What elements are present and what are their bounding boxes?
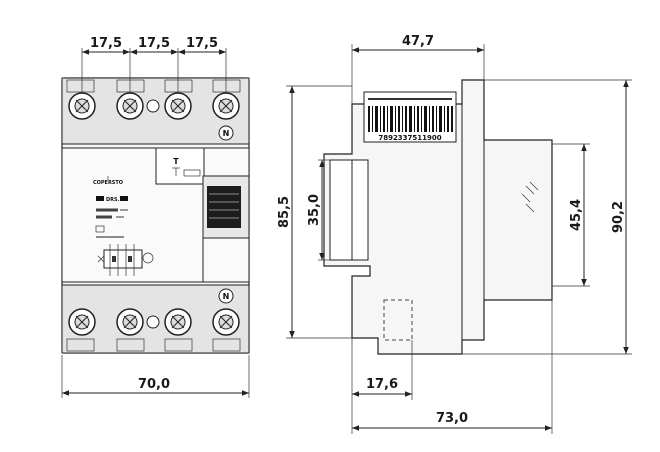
test-button-box bbox=[155, 147, 205, 185]
bottom-screw-3 bbox=[164, 308, 192, 336]
side-view: 7892337511900 bbox=[323, 79, 553, 355]
wiring-schematic bbox=[97, 244, 154, 276]
bottom-screw-2 bbox=[116, 308, 144, 336]
top-small-hole bbox=[146, 99, 160, 113]
dim-bottom-step: 17,6 bbox=[366, 377, 398, 392]
test-button-label: T bbox=[173, 157, 179, 166]
dim-pole-pitch-1: 17,5 bbox=[90, 36, 122, 51]
dim-pole-pitch-3: 17,5 bbox=[186, 36, 218, 51]
lever-handle bbox=[207, 186, 241, 228]
dim-rail-height: 45,4 bbox=[569, 199, 584, 231]
dim-total-height-left: 85,5 bbox=[277, 196, 292, 228]
neutral-marker-top bbox=[218, 125, 234, 141]
front-dimensions: 17,5 17,5 17,5 70,0 bbox=[61, 36, 250, 398]
front-view: N T COPERSTO DRS... bbox=[61, 77, 250, 354]
neutral-marker-bottom bbox=[218, 288, 234, 304]
model-text: DRS... bbox=[106, 197, 123, 203]
bottom-small-hole bbox=[146, 315, 160, 329]
hidden-terminal bbox=[383, 299, 413, 341]
side-window bbox=[329, 159, 369, 261]
dim-pole-pitch-2: 17,5 bbox=[138, 36, 170, 51]
dim-total-depth: 73,0 bbox=[436, 411, 468, 426]
rail-clip bbox=[521, 181, 539, 213]
brand-text: COPERSTO bbox=[93, 180, 123, 186]
barcode-number: 7892337511900 bbox=[378, 134, 441, 142]
top-screw-4 bbox=[212, 92, 240, 120]
top-screw-3 bbox=[164, 92, 192, 120]
bottom-screw-1 bbox=[68, 308, 96, 336]
side-dimensions: 47,7 85,5 35,0 45,4 90,2 17,6 73,0 bbox=[277, 34, 632, 434]
dim-front-width: 70,0 bbox=[138, 377, 170, 392]
neutral-label-bottom: N bbox=[223, 292, 230, 301]
top-screw-1 bbox=[68, 92, 96, 120]
top-screw-2 bbox=[116, 92, 144, 120]
dim-side-top-width: 47,7 bbox=[402, 34, 434, 49]
barcode bbox=[368, 106, 453, 132]
neutral-label-top: N bbox=[223, 129, 230, 138]
dim-total-height-right: 90,2 bbox=[611, 201, 626, 233]
bottom-screw-4 bbox=[212, 308, 240, 336]
dim-window-height: 35,0 bbox=[307, 194, 322, 226]
